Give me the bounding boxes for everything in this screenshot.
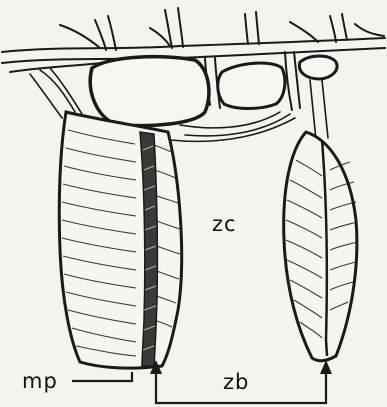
right-sac: [284, 132, 357, 361]
upper-cell-small: [299, 56, 337, 79]
label-zb: zb: [223, 372, 249, 393]
upper-cell-middle: [218, 63, 285, 108]
left-sac: [59, 112, 181, 368]
upper-cell-large: [90, 57, 209, 126]
label-zc: zc: [212, 214, 237, 235]
label-mp: mp: [22, 371, 58, 392]
pointer-lines: [72, 372, 326, 403]
